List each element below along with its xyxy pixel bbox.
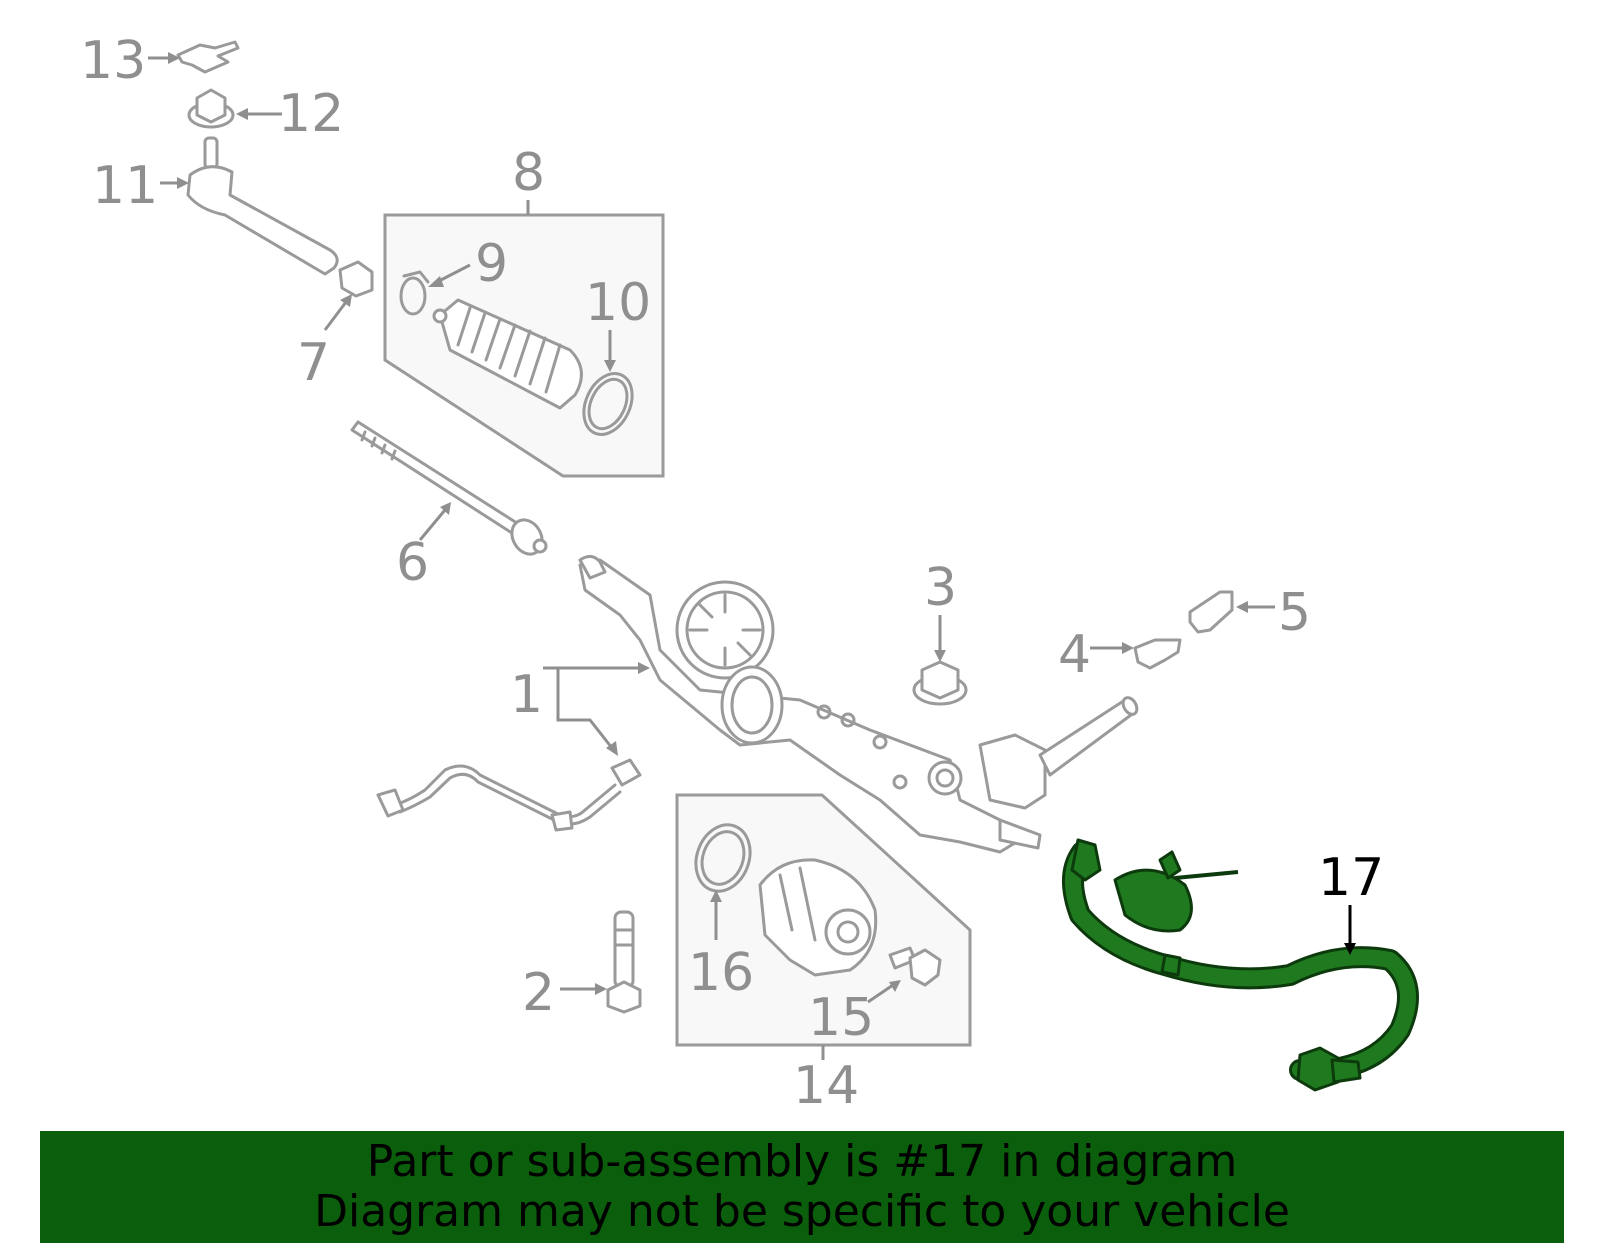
callout-12: 12 — [278, 84, 344, 144]
part-15-bolt — [888, 946, 942, 987]
part-1-steering-gear — [578, 555, 1139, 854]
part-16-seal — [694, 823, 752, 893]
callout-8: 8 — [512, 143, 545, 203]
part-6-inner-tie-rod — [350, 420, 548, 556]
part-1-wiring-harness — [376, 758, 642, 832]
callout-13: 13 — [80, 31, 146, 91]
callout-6: 6 — [396, 533, 429, 593]
callout-16: 16 — [688, 943, 754, 1003]
part-12-nut — [187, 88, 235, 129]
callout-3: 3 — [924, 558, 957, 618]
part-11-tie-rod-end — [186, 136, 339, 276]
steering-boot — [432, 298, 583, 410]
part-9-clamp — [399, 270, 430, 316]
callout-17: 17 — [1318, 848, 1384, 908]
callout-11: 11 — [92, 156, 158, 216]
info-banner: Part or sub-assembly is #17 in diagram D… — [40, 1131, 1564, 1243]
part-17-hose-assembly — [1061, 838, 1419, 1092]
part-13-clip — [176, 40, 240, 74]
part-17-wire — [1174, 870, 1239, 880]
part-2-bolt — [606, 910, 642, 1014]
callout-2: 2 — [522, 963, 555, 1023]
callout-7: 7 — [297, 333, 330, 393]
part-4-clip — [1133, 638, 1182, 670]
callout-14: 14 — [793, 1056, 859, 1116]
part-10-boot-ring — [582, 372, 634, 436]
part-7-jam-nut — [338, 260, 374, 298]
callout-5: 5 — [1278, 583, 1311, 643]
banner-line-2: Diagram may not be specific to your vehi… — [314, 1186, 1290, 1237]
part-5-bracket — [1188, 590, 1234, 634]
callout-1: 1 — [510, 665, 543, 725]
assist-motor — [758, 858, 878, 977]
callout-9: 9 — [475, 234, 508, 294]
callout-4: 4 — [1058, 625, 1091, 685]
callout-10: 10 — [585, 273, 651, 333]
part-3-nut — [912, 660, 968, 706]
callout-15: 15 — [808, 988, 874, 1048]
banner-line-1: Part or sub-assembly is #17 in diagram — [366, 1136, 1238, 1187]
